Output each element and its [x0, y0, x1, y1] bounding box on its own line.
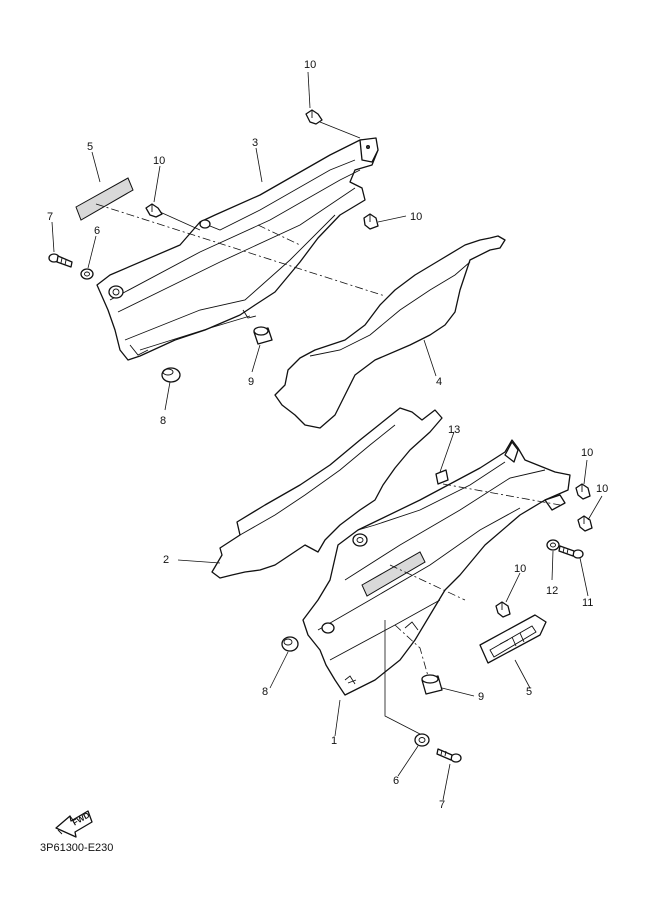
part-6-collar-lower[interactable]: [414, 733, 430, 747]
callout-5: 5: [87, 141, 93, 153]
callout-12: 12: [546, 585, 558, 597]
part-11-screw[interactable]: [558, 545, 584, 559]
part-6-collar-upper[interactable]: [80, 268, 94, 280]
callout-2: 2: [163, 554, 169, 566]
alignment-line-lower-mid: [389, 564, 466, 601]
part-10-clip-top[interactable]: [305, 109, 323, 125]
part-8-grommet-upper[interactable]: [161, 367, 181, 383]
callout-9: 9: [248, 376, 254, 388]
callout-10: 10: [514, 563, 526, 575]
callout-10: 10: [304, 59, 316, 71]
alignment-line-lower-damper: [394, 624, 429, 677]
callout-10: 10: [410, 211, 422, 223]
callout-10: 10: [153, 155, 165, 167]
callout-3: 3: [252, 137, 258, 149]
part-10-clip-upper-right[interactable]: [363, 213, 379, 230]
part-4-side-panel[interactable]: [274, 235, 506, 429]
part-10-clip-lower-right-bottom[interactable]: [577, 515, 593, 532]
callout-10: 10: [581, 447, 593, 459]
part-2-side-panel[interactable]: [211, 407, 443, 579]
callout-4: 4: [436, 376, 442, 388]
part-1-side-cover-right[interactable]: [302, 439, 571, 696]
callout-13: 13: [448, 424, 460, 436]
part-3-side-cover-left[interactable]: [96, 137, 379, 361]
part-10-clip-upper-left[interactable]: [145, 203, 163, 218]
part-7-screw-upper[interactable]: [48, 253, 73, 268]
part-5-emblem-lower[interactable]: [479, 614, 547, 664]
part-9-damper-lower[interactable]: [421, 674, 443, 695]
callout-10: 10: [596, 483, 608, 495]
callout-6: 6: [94, 225, 100, 237]
part-9-damper-upper[interactable]: [253, 326, 273, 345]
alignment-line-emblem-upper: [95, 203, 386, 297]
leader-lines: [51, 71, 603, 801]
callout-8: 8: [160, 415, 166, 427]
callout-8: 8: [262, 686, 268, 698]
part-10-clip-lower-center[interactable]: [495, 601, 511, 618]
callout-6: 6: [393, 775, 399, 787]
callout-7: 7: [47, 211, 53, 223]
callout-7: 7: [439, 799, 445, 811]
diagram-code: 3P61300-E230: [40, 842, 113, 854]
alignment-line-upper: [257, 224, 301, 246]
callout-1: 1: [331, 735, 337, 747]
part-7-screw-lower[interactable]: [436, 748, 462, 763]
callout-labels: 10 3 5 10 10 7 6 9 4 8 13 10 10 2 10 12 …: [47, 59, 608, 811]
fwd-direction-arrow: FWD: [55, 810, 93, 838]
part-8-grommet-lower[interactable]: [281, 636, 299, 652]
part-10-clip-lower-right-top[interactable]: [575, 483, 591, 500]
alignment-line-lower-top: [442, 483, 561, 506]
part-13-bracket[interactable]: [435, 469, 449, 485]
part-12-collar[interactable]: [546, 539, 560, 551]
callout-5: 5: [526, 686, 532, 698]
callout-11: 11: [582, 597, 593, 609]
part-5-emblem-upper[interactable]: [75, 177, 134, 221]
callout-9: 9: [478, 691, 484, 703]
